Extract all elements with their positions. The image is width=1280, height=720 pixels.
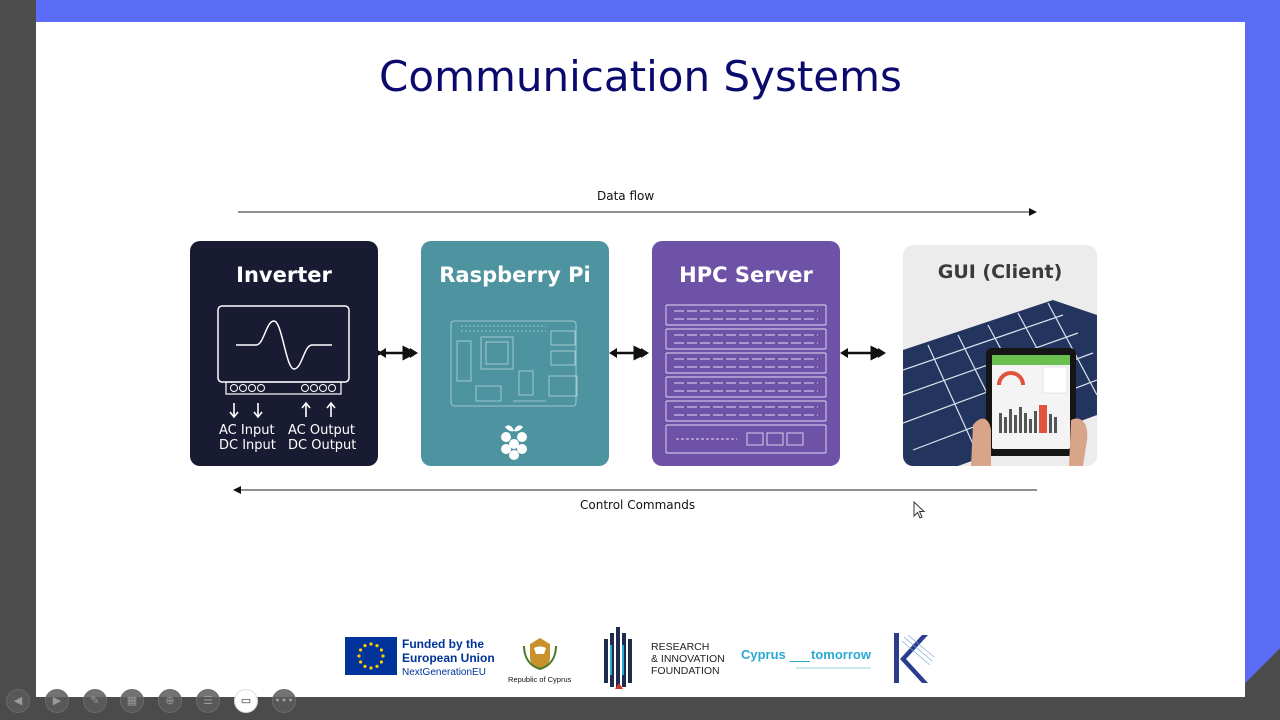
play-button[interactable]: ▶ — [45, 689, 69, 713]
inverter-card: Inverter AC Input DC Input AC Output DC … — [190, 241, 378, 466]
back-button[interactable]: ◀ — [6, 689, 30, 713]
subtitles-icon: ☰ — [203, 694, 213, 707]
inverter-title: Inverter — [236, 263, 332, 287]
rif-line-2: & INNOVATION — [651, 653, 725, 665]
more-options-button[interactable]: ••• — [272, 689, 296, 713]
window-right-border — [1245, 0, 1280, 720]
cyprus-emblem-icon — [523, 638, 557, 670]
eu-line-1: Funded by the — [402, 637, 484, 651]
window-left-border — [0, 0, 36, 720]
hpc-server-card: HPC Server — [652, 241, 840, 466]
control-commands-label: Control Commands — [580, 498, 696, 512]
mouse-cursor-icon — [913, 501, 926, 519]
inverter-input-label-1: AC Input — [219, 423, 275, 438]
more-icon: ••• — [274, 694, 294, 707]
cyprus-tomorrow-b: tomorrow — [811, 647, 871, 662]
back-icon: ◀ — [13, 694, 23, 707]
rif-bars-icon — [604, 627, 632, 689]
eu-flag-icon — [345, 637, 397, 675]
inverter-output-label-2: DC Output — [288, 438, 357, 453]
flow-arrows — [233, 208, 1037, 494]
rif-line-3: FOUNDATION — [651, 665, 720, 677]
cyprus-tomorrow-a: Cyprus — [741, 647, 786, 662]
university-k-logo-icon — [894, 633, 935, 683]
data-flow-label: Data flow — [597, 189, 655, 203]
inverter-output-label-1: AC Output — [288, 423, 356, 438]
zoom-icon: ⊕ — [165, 694, 175, 707]
eu-line-3: NextGenerationEU — [402, 667, 486, 678]
solar-tablet-image — [903, 300, 1097, 466]
slide: Communication Systems Data flow Control … — [36, 22, 1245, 697]
hpc-server-title: HPC Server — [679, 263, 813, 287]
play-icon: ▶ — [52, 694, 62, 707]
slide-corner-accent — [1245, 610, 1280, 720]
cyprus-caption: Republic of Cyprus — [508, 675, 572, 684]
raspberry-pi-title: Raspberry Pi — [439, 263, 591, 287]
presentation-toolbar-bar — [0, 697, 1280, 720]
window-top-border — [0, 0, 1280, 22]
slide-title: Communication Systems — [379, 52, 902, 101]
eu-line-2: European Union — [402, 651, 495, 665]
camera-button[interactable]: ▭ — [234, 689, 258, 713]
inverter-input-label-2: DC Input — [219, 438, 276, 453]
inverter-icon — [217, 305, 350, 419]
slides-icon: ▦ — [126, 694, 138, 707]
gui-client-title: GUI (Client) — [937, 261, 1063, 283]
rif-line-1: RESEARCH — [651, 641, 710, 653]
raspberry-board-icon — [450, 320, 578, 460]
cyprus-tomorrow-underline — [790, 661, 810, 662]
gui-client-card: GUI (Client) — [903, 245, 1097, 466]
zoom-button[interactable]: ⊕ — [158, 689, 182, 713]
slides-button[interactable]: ▦ — [120, 689, 144, 713]
subtitles-button[interactable]: ☰ — [196, 689, 220, 713]
camera-icon: ▭ — [240, 694, 252, 707]
pen-icon: ✎ — [90, 694, 100, 707]
cyprus-tomorrow-subline — [796, 667, 871, 669]
raspberry-pi-card: Raspberry Pi — [421, 241, 609, 466]
pen-button[interactable]: ✎ — [83, 689, 107, 713]
server-rack-icon — [665, 304, 827, 454]
